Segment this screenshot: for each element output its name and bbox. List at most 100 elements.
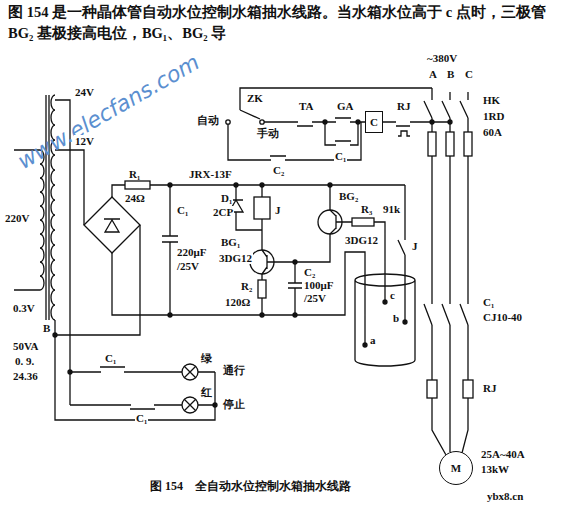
component-label: JRX-13F bbox=[188, 168, 233, 180]
terminal bbox=[168, 183, 172, 187]
component-label: C₁ bbox=[482, 296, 495, 308]
terminal bbox=[363, 343, 367, 347]
wire bbox=[355, 274, 415, 366]
component-label: C₁ bbox=[176, 204, 189, 216]
component-label: 60A bbox=[482, 126, 503, 138]
component-label: 220μF bbox=[176, 246, 207, 258]
component-label: 220V bbox=[4, 212, 30, 224]
component-body bbox=[125, 181, 150, 189]
terminal bbox=[403, 320, 407, 324]
component-label: 0.3V bbox=[12, 302, 36, 314]
component-label: 通行 bbox=[222, 364, 246, 376]
component-label: b bbox=[392, 312, 400, 324]
terminal bbox=[168, 313, 172, 317]
terminal bbox=[182, 364, 198, 380]
component-label: 24V bbox=[74, 86, 95, 98]
component-label: CJ10-40 bbox=[482, 311, 523, 323]
component-label: 3DG12 bbox=[344, 234, 379, 246]
component-label: R₁ bbox=[128, 168, 141, 180]
motor-symbol: M bbox=[439, 451, 473, 485]
terminal bbox=[68, 370, 72, 374]
component-label: 2CP bbox=[212, 206, 234, 218]
component-label: 手动 bbox=[256, 127, 280, 139]
component-label: 1RD bbox=[482, 110, 505, 122]
wire bbox=[70, 367, 215, 409]
wire bbox=[325, 122, 358, 145]
component-label: HK bbox=[482, 94, 501, 106]
component-label: 24Ω bbox=[124, 192, 146, 204]
component-label: /25V bbox=[176, 260, 200, 272]
component-label: C₁ bbox=[135, 412, 148, 424]
wire bbox=[84, 197, 140, 253]
component-label: C₂ bbox=[272, 164, 285, 176]
component-label: ybx8.cn bbox=[486, 490, 524, 502]
component-label: ~380V bbox=[426, 52, 458, 64]
component-label: 25A~40A bbox=[480, 448, 526, 460]
component-label: a bbox=[369, 334, 377, 346]
component-label: 0. 9. bbox=[14, 355, 35, 367]
component-label: BG₁ bbox=[220, 236, 241, 248]
wire bbox=[264, 118, 365, 126]
terminal bbox=[213, 403, 217, 407]
component-label: 24.36 bbox=[12, 370, 39, 382]
component-label: C bbox=[464, 68, 474, 80]
wire bbox=[295, 185, 385, 302]
terminal bbox=[260, 183, 264, 187]
component-label: 120Ω bbox=[224, 296, 251, 308]
coil-box: C bbox=[365, 111, 383, 133]
component-label: ZK bbox=[246, 92, 264, 104]
terminal bbox=[328, 183, 332, 187]
terminal bbox=[430, 120, 434, 124]
component-label: TA bbox=[298, 100, 314, 112]
component-label: 12V bbox=[74, 135, 95, 147]
component-label: 13kW bbox=[480, 463, 510, 475]
terminal bbox=[293, 313, 297, 317]
component-body bbox=[464, 132, 472, 156]
component-label: J bbox=[411, 240, 419, 252]
watermark: www.elecfans.com bbox=[13, 50, 205, 175]
component-label: 3DG12 bbox=[218, 252, 253, 264]
terminal bbox=[226, 120, 230, 124]
component-body bbox=[352, 218, 374, 226]
component-label: 50VA bbox=[12, 340, 39, 352]
component-label: c bbox=[389, 289, 396, 301]
component-label: /25V bbox=[303, 292, 327, 304]
component-label: 自动 bbox=[196, 114, 220, 126]
terminal bbox=[260, 313, 264, 317]
node-text: M bbox=[451, 462, 461, 474]
terminal bbox=[250, 250, 274, 274]
component-label: BG₂ bbox=[338, 190, 359, 202]
wire bbox=[55, 100, 215, 420]
component-label: C₁ bbox=[334, 150, 347, 162]
component-label: R₃ bbox=[360, 203, 373, 215]
wire bbox=[288, 262, 302, 315]
terminal bbox=[234, 183, 238, 187]
component-body bbox=[428, 132, 436, 156]
terminal bbox=[448, 120, 452, 124]
component-label: C₁ bbox=[104, 352, 117, 364]
component-label: A bbox=[428, 68, 438, 80]
component-body bbox=[258, 280, 266, 298]
component-label: D₁ bbox=[220, 192, 233, 204]
component-label: C₂ bbox=[303, 266, 316, 278]
component-label: 绿 bbox=[200, 352, 213, 364]
node-text: C bbox=[370, 116, 378, 128]
heading-text: 图 154 是一种晶体管自动水位控制水箱抽水线路。当水箱水位高于 c 点时，三极… bbox=[8, 2, 561, 44]
component-label: J bbox=[274, 204, 282, 216]
terminal bbox=[293, 260, 297, 264]
wire bbox=[184, 366, 196, 411]
terminal bbox=[260, 120, 264, 124]
component-label: R₂ bbox=[240, 280, 253, 292]
component-label: 100μF bbox=[303, 279, 334, 291]
terminal bbox=[53, 333, 57, 337]
wire bbox=[383, 122, 450, 136]
wire bbox=[442, 92, 450, 325]
terminal bbox=[323, 120, 327, 124]
component-label: RJ bbox=[396, 100, 411, 112]
component-label: B bbox=[42, 322, 51, 334]
component-label: 91k bbox=[382, 203, 401, 215]
component-body bbox=[446, 132, 454, 156]
